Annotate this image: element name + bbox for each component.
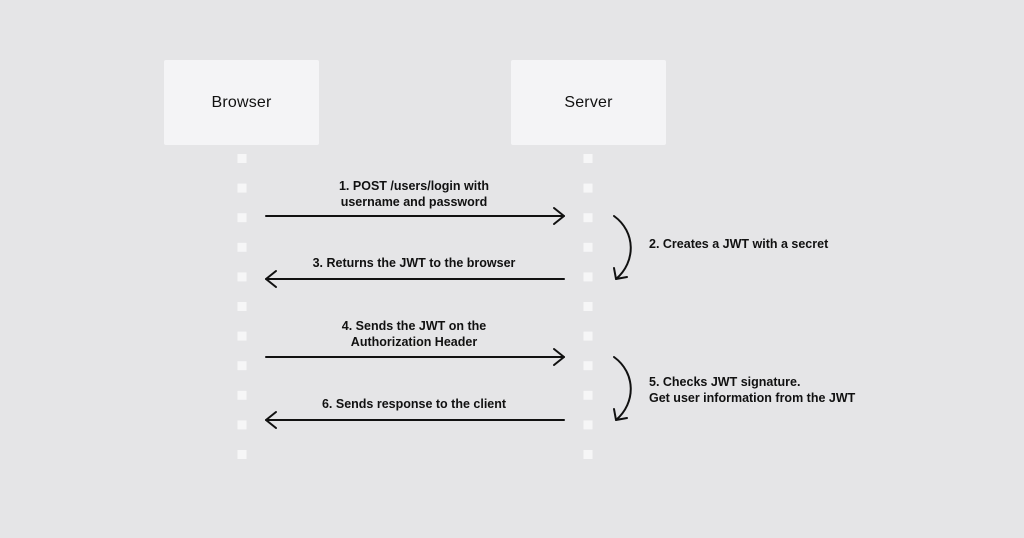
lifeline-dot xyxy=(237,302,247,311)
lifeline-dot xyxy=(583,183,593,193)
actor-server-label: Server xyxy=(564,93,613,111)
actor-browser-label: Browser xyxy=(211,93,272,111)
message-6-line-1: 6. Sends response to the client xyxy=(321,397,507,411)
lifeline-dot xyxy=(237,361,247,371)
lifeline-dot xyxy=(237,331,247,341)
lifeline-dot xyxy=(583,242,593,252)
arrow-login-request xyxy=(265,207,565,225)
arrow-return-jwt xyxy=(265,270,565,288)
lifeline-dot xyxy=(583,361,593,371)
message-2-label: 2. Creates a JWT with a secret xyxy=(649,236,828,252)
lifeline-dot xyxy=(583,272,593,282)
arrow-send-response xyxy=(265,411,565,429)
lifeline-dot xyxy=(583,302,593,311)
lifeline-server xyxy=(583,154,593,459)
message-5-line-2: Get user information from the JWT xyxy=(649,391,856,405)
arrow-send-jwt xyxy=(265,348,565,366)
lifeline-dot xyxy=(583,213,593,223)
actor-server: Server xyxy=(511,60,666,145)
lifeline-dot xyxy=(583,154,593,163)
self-arrow-create-jwt xyxy=(613,215,632,280)
message-3-label: 3. Returns the JWT to the browser xyxy=(313,255,516,271)
lifeline-dot xyxy=(237,390,247,400)
message-3-line-1: 3. Returns the JWT to the browser xyxy=(312,256,516,270)
message-4-line-2: Authorization Header xyxy=(350,335,478,349)
lifeline-dot xyxy=(237,450,247,459)
message-5-line-1: 5. Checks JWT signature. xyxy=(649,375,801,389)
lifeline-dot xyxy=(583,390,593,400)
lifeline-dot xyxy=(237,272,247,282)
lifeline-dot xyxy=(583,450,593,459)
message-1-label: 1. POST /users/login with username and p… xyxy=(339,178,489,210)
lifeline-dot xyxy=(583,420,593,430)
message-1-line-2: username and password xyxy=(340,195,488,209)
lifeline-dot xyxy=(583,331,593,341)
lifeline-dot xyxy=(237,420,247,430)
lifeline-browser xyxy=(237,154,247,459)
message-4-label: 4. Sends the JWT on the Authorization He… xyxy=(342,318,486,350)
message-1-line-1: 1. POST /users/login with xyxy=(338,179,490,193)
lifeline-dot xyxy=(237,213,247,223)
message-5-label: 5. Checks JWT signature. Get user inform… xyxy=(649,374,855,406)
self-arrow-check-jwt xyxy=(613,356,632,421)
lifeline-dot xyxy=(237,154,247,163)
lifeline-dot xyxy=(237,183,247,193)
message-2-line-1: 2. Creates a JWT with a secret xyxy=(649,237,829,251)
message-6-label: 6. Sends response to the client xyxy=(322,396,506,412)
actor-browser: Browser xyxy=(164,60,319,145)
message-4-line-1: 4. Sends the JWT on the xyxy=(341,319,487,333)
lifeline-dot xyxy=(237,242,247,252)
